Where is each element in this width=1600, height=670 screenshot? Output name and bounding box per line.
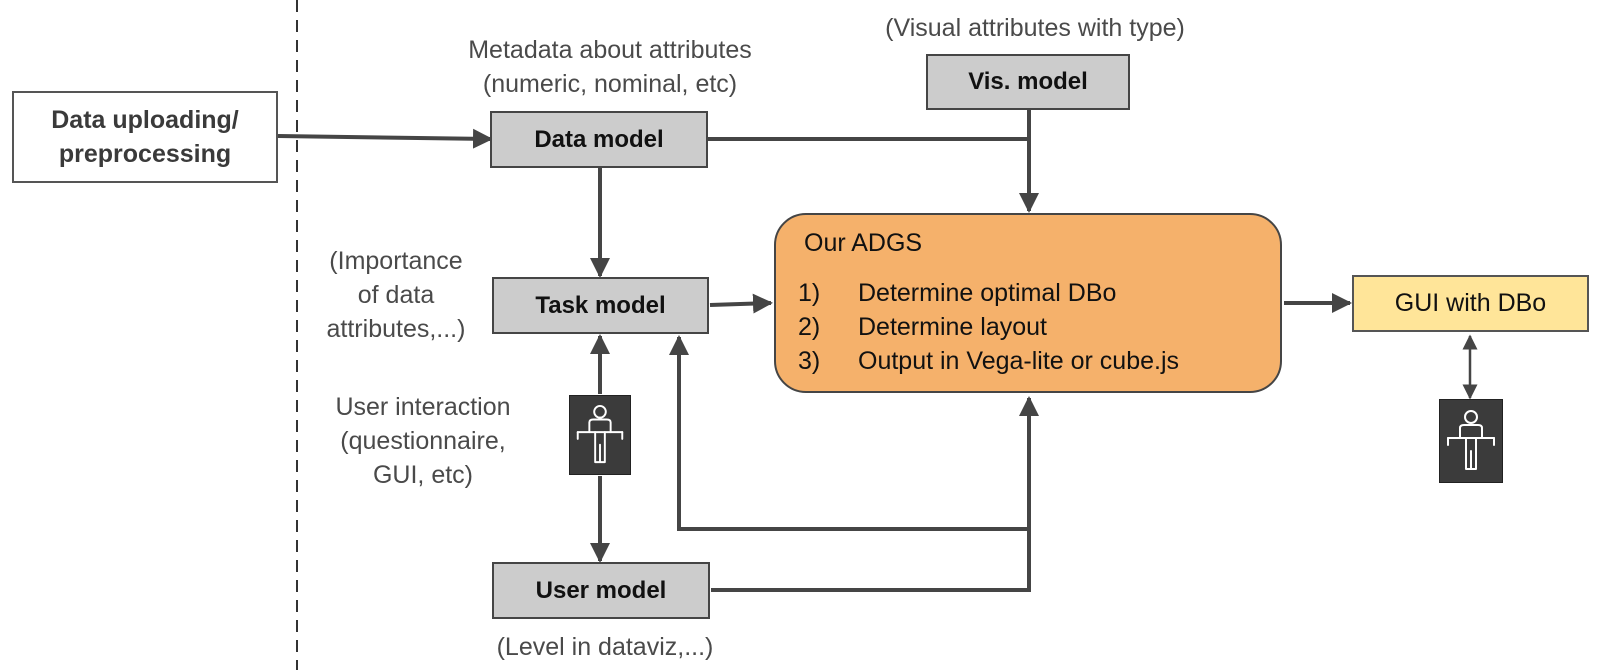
task-model-box: Task model (492, 277, 709, 334)
adgs-step: 3) Output in Vega-lite or cube.js (798, 347, 1179, 376)
adgs-step-number: 1) (798, 279, 821, 307)
adgs-step-text: Determine optimal DBo (858, 279, 1117, 307)
adgs-step-number: 3) (798, 347, 821, 375)
importance-note: (Importance of data attributes,...) (326, 247, 466, 343)
metadata-note: Metadata about attributes (numeric, nomi… (468, 36, 752, 98)
adgs-box: Our ADGS 1) Determine optimal DBo 2) Deter… (774, 213, 1282, 393)
arrow-data-and-vis-to-adgs (708, 110, 1029, 211)
adgs-step: 1) Determine optimal DBo (798, 279, 1116, 308)
adgs-step-text: Output in Vega-lite or cube.js (858, 347, 1180, 375)
data-model-box: Data model (490, 111, 708, 168)
adgs-step-number: 2) (798, 313, 821, 341)
person-icon (569, 395, 631, 475)
data-uploading-box: Data uploading/ preprocessing (12, 91, 278, 183)
adgs-step-text: Determine layout (858, 313, 1047, 341)
adgs-step: 2) Determine layout (798, 313, 1047, 342)
user-model-box: User model (492, 562, 710, 619)
arrow-user-model-feedback-to-task (669, 335, 1029, 531)
arrow-upload-to-data-model (277, 128, 493, 149)
vis-model-box: Vis. model (926, 54, 1130, 110)
adgs-title: Our ADGS (804, 229, 923, 257)
arrow-user-model-to-adgs (711, 396, 1039, 592)
level-note: (Level in dataviz,...) (496, 633, 714, 661)
visual-attributes-note: (Visual attributes with type) (885, 14, 1185, 42)
gui-with-dbo-box: GUI with DBo (1352, 275, 1589, 332)
arrow-task-to-adgs (709, 293, 773, 314)
person-icon (1439, 399, 1503, 483)
user-interaction-note: User interaction (questionnaire, GUI, et… (335, 393, 511, 489)
